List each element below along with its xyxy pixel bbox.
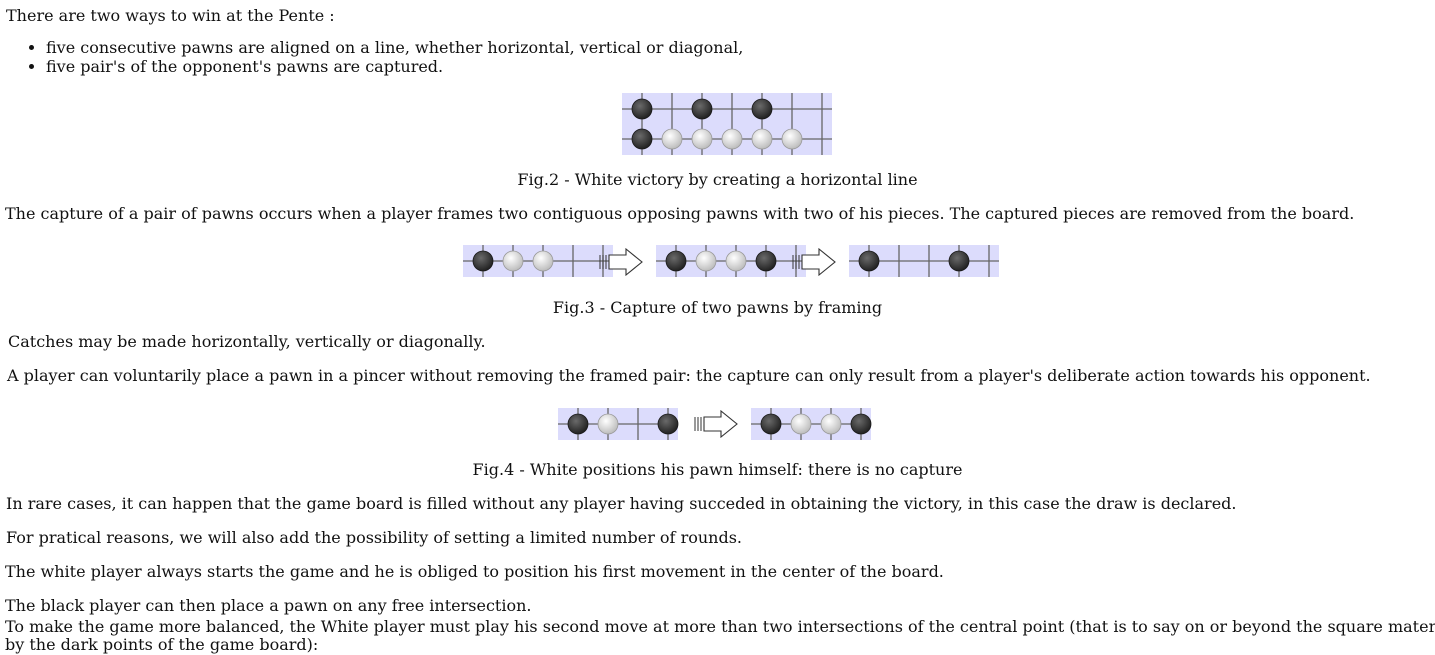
white-pawn: [597, 413, 619, 435]
white-pawn: [781, 128, 803, 150]
white-pawn: [721, 128, 743, 150]
fig4-board-1: [558, 408, 679, 440]
fig2-caption: Fig.2 - White victory by creating a hori…: [517, 170, 918, 189]
rounds-paragraph: For pratical reasons, we will also add t…: [6, 528, 742, 547]
black-pawn: [665, 250, 687, 272]
fig4-board-2: [751, 408, 872, 440]
balance-paragraph-line2: by the dark points of the game board):: [5, 635, 319, 654]
white-pawn: [790, 413, 812, 435]
white-start-paragraph: The white player always starts the game …: [5, 562, 944, 581]
white-pawn: [725, 250, 747, 272]
arrow-right-icon: [599, 247, 643, 277]
fig3-board-3: [849, 245, 999, 277]
black-pawn: [657, 413, 679, 435]
black-pawn: [760, 413, 782, 435]
fig2-board: [622, 93, 832, 155]
black-pawn: [631, 98, 653, 120]
arrow-right-icon: [792, 247, 836, 277]
white-pawn: [661, 128, 683, 150]
catches-paragraph: Catches may be made horizontally, vertic…: [8, 332, 486, 351]
arrow-shape: [694, 409, 738, 439]
arrow-shape: [792, 247, 836, 277]
fig3-board-2: [656, 245, 806, 277]
fig4-caption: Fig.4 - White positions his pawn himself…: [472, 460, 963, 479]
white-pawn: [691, 128, 713, 150]
black-paragraph: The black player can then place a pawn o…: [5, 596, 532, 615]
white-pawn: [695, 250, 717, 272]
draw-paragraph: In rare cases, it can happen that the ga…: [6, 494, 1237, 513]
win-conditions-list: five consecutive pawns are aligned on a …: [0, 38, 743, 76]
black-pawn: [631, 128, 653, 150]
black-pawn: [948, 250, 970, 272]
voluntary-paragraph: A player can voluntarily place a pawn in…: [7, 366, 1371, 385]
white-pawn: [532, 250, 554, 272]
arrow-right-icon: [694, 409, 738, 439]
capture-paragraph: The capture of a pair of pawns occurs wh…: [5, 204, 1355, 223]
black-pawn: [472, 250, 494, 272]
intro-text: There are two ways to win at the Pente :: [6, 6, 335, 25]
black-pawn: [755, 250, 777, 272]
white-pawn: [502, 250, 524, 272]
black-pawn: [858, 250, 880, 272]
white-pawn: [751, 128, 773, 150]
arrow-shape: [599, 247, 643, 277]
list-item: five pair's of the opponent's pawns are …: [46, 57, 743, 76]
white-pawn: [820, 413, 842, 435]
black-pawn: [691, 98, 713, 120]
fig3-caption: Fig.3 - Capture of two pawns by framing: [552, 298, 883, 317]
balance-paragraph-line1: To make the game more balanced, the Whit…: [5, 617, 1435, 636]
black-pawn: [850, 413, 872, 435]
black-pawn: [567, 413, 589, 435]
list-item: five consecutive pawns are aligned on a …: [46, 38, 743, 57]
black-pawn: [751, 98, 773, 120]
fig3-board-1: [463, 245, 613, 277]
